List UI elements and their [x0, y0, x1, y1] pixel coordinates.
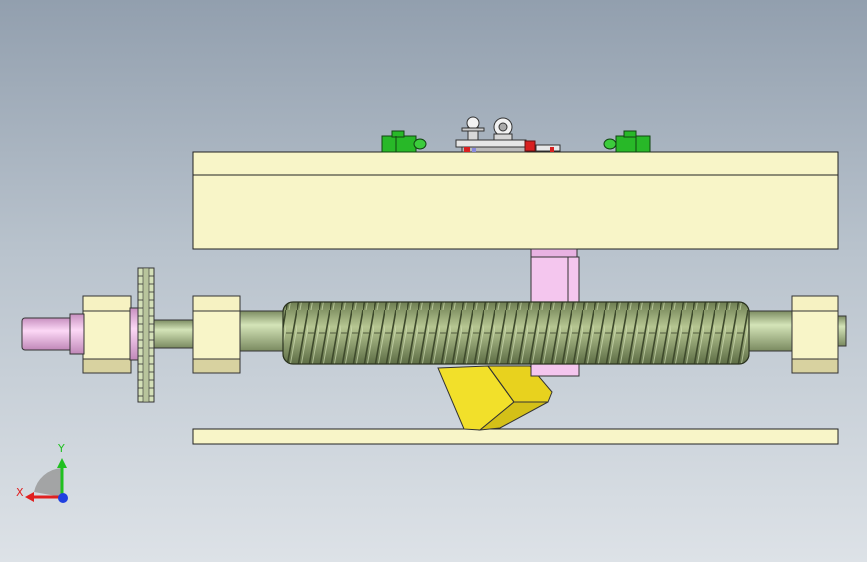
bearing-block-left: [192, 295, 241, 374]
nut-block: [530, 248, 580, 377]
spur-gear: [137, 267, 155, 403]
axis-triad: [25, 458, 68, 503]
green-sensor-left: [381, 130, 427, 153]
main-shaft: [151, 310, 847, 352]
bearing-block-outer: [82, 295, 132, 374]
top-plate: [192, 151, 839, 250]
bearing-block-right: [791, 295, 839, 374]
green-sensor-right: [603, 130, 651, 153]
y-axis-label: Y: [58, 442, 65, 455]
bottom-plate: [192, 428, 839, 445]
x-axis-label: X: [16, 486, 24, 499]
triad-plane: [34, 468, 62, 497]
z-axis-dot: [58, 493, 68, 503]
lead-screw: [282, 301, 750, 365]
center-mechanism: [455, 116, 561, 153]
input-shaft: [21, 307, 141, 361]
